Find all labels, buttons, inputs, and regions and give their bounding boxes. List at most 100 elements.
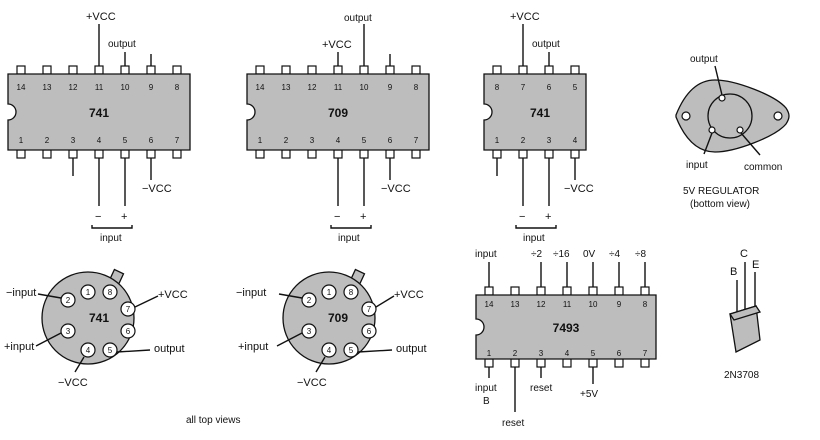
input-bracket [330, 225, 372, 229]
pin-number: 11 [334, 83, 343, 92]
pin-number: 1 [495, 136, 500, 145]
input-label: input [523, 233, 545, 244]
ic-7493: 14 13 12 11 10 9 8 1 2 3 4 5 6 7 7493 in… [475, 249, 657, 429]
pin-number: 1 [19, 136, 24, 145]
pin-number: 3 [66, 327, 71, 336]
pin-number: 12 [537, 300, 546, 309]
dip14-741-top-pin-numbers: 14 13 12 11 10 9 8 [17, 83, 180, 92]
ic-7493-top-pin-numbers: 14 13 12 11 10 9 8 [485, 300, 648, 309]
pin-number: 13 [511, 300, 520, 309]
minus-input-label: −input [6, 287, 36, 299]
regulator-common-pin [736, 126, 744, 134]
dip14-709-bottom-pin-stubs [255, 149, 421, 159]
vcc-neg-label: −VCC [142, 183, 172, 195]
input-label: input [475, 249, 497, 260]
pin-number: 5 [108, 346, 113, 355]
regulator-cap-outline [707, 93, 753, 139]
pin-number: 6 [126, 327, 131, 336]
dip8-741-top-pin-stubs [492, 65, 580, 75]
dip8-741: 8 7 6 5 1 2 3 4 741 +VCC output −VCC − +… [483, 11, 594, 244]
dip14-709-top-pin-stubs [255, 65, 421, 75]
pin-number: 8 [414, 83, 419, 92]
pin-number: 11 [95, 83, 104, 92]
minus-input-leader [278, 293, 303, 299]
pin-number: 7 [643, 349, 648, 358]
pin-number: 8 [495, 83, 500, 92]
chip-name: 741 [89, 106, 109, 120]
pin-number: 3 [307, 327, 312, 336]
output-label: output [396, 343, 427, 355]
pin-number: 5 [573, 83, 578, 92]
pin-number: 9 [617, 300, 622, 309]
dip14-709-bottom-pin-numbers: 1 2 3 4 5 6 7 [258, 136, 419, 145]
minus-sign: − [519, 211, 525, 223]
can-741-pin-numbers: 1 2 3 4 5 6 7 8 [66, 288, 131, 355]
pin-number: 10 [121, 83, 130, 92]
dip14-709-top-pin-numbers: 14 13 12 11 10 9 8 [256, 83, 419, 92]
regulator-title: 5V REGULATOR [683, 186, 759, 197]
pin-number: 2 [284, 136, 289, 145]
emitter-label: E [752, 259, 759, 271]
pin-number: 14 [485, 300, 494, 309]
output-label: output [108, 39, 136, 50]
plus-sign: + [545, 211, 551, 223]
input-label: input [338, 233, 360, 244]
footer-note: all top views [186, 415, 240, 426]
vcc-neg-label: −VCC [564, 183, 594, 195]
reset-b-label: reset [502, 418, 524, 429]
input-b-label-line2: B [483, 396, 490, 407]
pin-number: 2 [521, 136, 526, 145]
can-741-pins [60, 284, 136, 358]
can-709: 1 2 3 4 5 6 7 8 709 −input +input −VCC o… [236, 268, 427, 389]
output-label: output [532, 39, 560, 50]
pin-number: 2 [513, 349, 518, 358]
chip-name: 741 [530, 106, 550, 120]
dip14-741-bottom-pin-stubs [16, 149, 182, 159]
pin-number: 3 [539, 349, 544, 358]
pin-number: 4 [336, 136, 341, 145]
plus-sign: + [121, 211, 127, 223]
div8-label: ÷8 [635, 249, 646, 260]
input-bracket [515, 225, 557, 229]
vcc-neg-label: −VCC [58, 377, 88, 389]
pin-number: 6 [149, 136, 154, 145]
pin-number: 1 [327, 288, 332, 297]
output-leader [357, 349, 393, 353]
regulator-subtitle: (bottom view) [690, 199, 750, 210]
output-label: output [154, 343, 185, 355]
can-709-pins [301, 284, 377, 358]
pin-number: 5 [349, 346, 354, 355]
pin-number: 3 [71, 136, 76, 145]
pin-number: 1 [258, 136, 263, 145]
pin-number: 8 [643, 300, 648, 309]
pin-number: 13 [282, 83, 291, 92]
chip-name: 709 [328, 106, 348, 120]
pin-number: 12 [308, 83, 317, 92]
collector-label: C [740, 248, 748, 260]
dip14-709: 14 13 12 11 10 9 8 1 2 3 4 5 6 7 709 out… [246, 13, 430, 244]
dip14-741-bottom-pin-numbers: 1 2 3 4 5 6 7 [19, 136, 180, 145]
input-label: input [100, 233, 122, 244]
transistor-flat-face [728, 305, 762, 321]
pin-number: 6 [388, 136, 393, 145]
vcc-neg-label: −VCC [297, 377, 327, 389]
plus-sign: + [360, 211, 366, 223]
pin-number: 6 [617, 349, 622, 358]
dip8-741-top-pin-numbers: 8 7 6 5 [495, 83, 578, 92]
pin-number: 4 [565, 349, 570, 358]
div2-label: ÷2 [531, 249, 542, 260]
output-label: output [344, 13, 372, 24]
dip8-741-bottom-pin-numbers: 1 2 3 4 [495, 136, 578, 145]
pin-number: 3 [547, 136, 552, 145]
pin-number: 4 [573, 136, 578, 145]
chip-name: 709 [328, 311, 348, 325]
ov-label: 0V [583, 249, 596, 260]
regulator-output-pin [718, 94, 726, 102]
common-leader [740, 132, 761, 156]
voltage-regulator: output input common 5V REGULATOR (bottom… [675, 54, 790, 210]
div16-label: ÷16 [553, 249, 570, 260]
minus-sign: − [334, 211, 340, 223]
transistor-name: 2N3708 [724, 370, 759, 381]
pin-number: 14 [256, 83, 265, 92]
pin-number: 14 [17, 83, 26, 92]
